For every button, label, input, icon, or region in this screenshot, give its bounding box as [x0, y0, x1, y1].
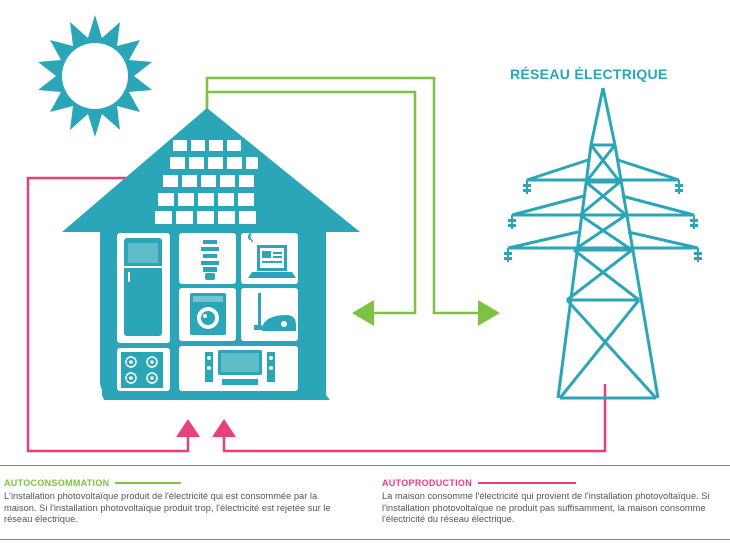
- legend-autoproduction-text: La maison consomme l'électricité qui pro…: [382, 491, 710, 524]
- sun-icon: [38, 15, 152, 137]
- solar-panel: [155, 140, 258, 224]
- legend-autoproduction-title: AUTOPRODUCTION: [382, 478, 473, 488]
- washing-machine-icon: [190, 293, 226, 335]
- pylon-insulators: [504, 184, 702, 260]
- legend-autoconsommation: AUTOCONSOMMATION L'installation photovol…: [4, 478, 349, 526]
- legend-autoconsommation-title: AUTOCONSOMMATION: [4, 478, 110, 488]
- grid-export-arrow: [478, 300, 500, 326]
- legend-autoconsommation-header: AUTOCONSOMMATION: [4, 478, 349, 488]
- network-title: RÉSEAU ÉLECTRIQUE: [510, 66, 668, 82]
- stove-icon: [121, 352, 163, 388]
- fridge-icon: [124, 238, 162, 336]
- legend-autoconsommation-bar: [115, 482, 182, 484]
- autoproduction-arrow-right: [212, 419, 236, 437]
- electricity-pylon-icon: [507, 87, 699, 400]
- autoproduction-flow: [26, 176, 607, 453]
- legend-autoconsommation-text: L'installation photovoltaïque produit de…: [4, 491, 331, 524]
- autoconsommation-flow: [205, 76, 480, 315]
- home-theater-icon: [205, 350, 275, 385]
- grid-import-arrow: [352, 300, 374, 326]
- legend-autoproduction-header: AUTOPRODUCTION: [382, 478, 727, 488]
- light-bulb-icon: [201, 240, 219, 280]
- autoproduction-arrow-left: [176, 419, 200, 437]
- laptop-icon: [247, 229, 296, 278]
- house: [62, 108, 360, 400]
- divider-bottom: [0, 539, 730, 540]
- solar-grid-diagram: [26, 15, 702, 453]
- vacuum-cleaner-icon: [254, 293, 296, 331]
- divider-top: [0, 465, 730, 466]
- legend-autoproduction: AUTOPRODUCTION La maison consomme l'élec…: [382, 478, 727, 526]
- legend-autoproduction-bar: [478, 482, 577, 484]
